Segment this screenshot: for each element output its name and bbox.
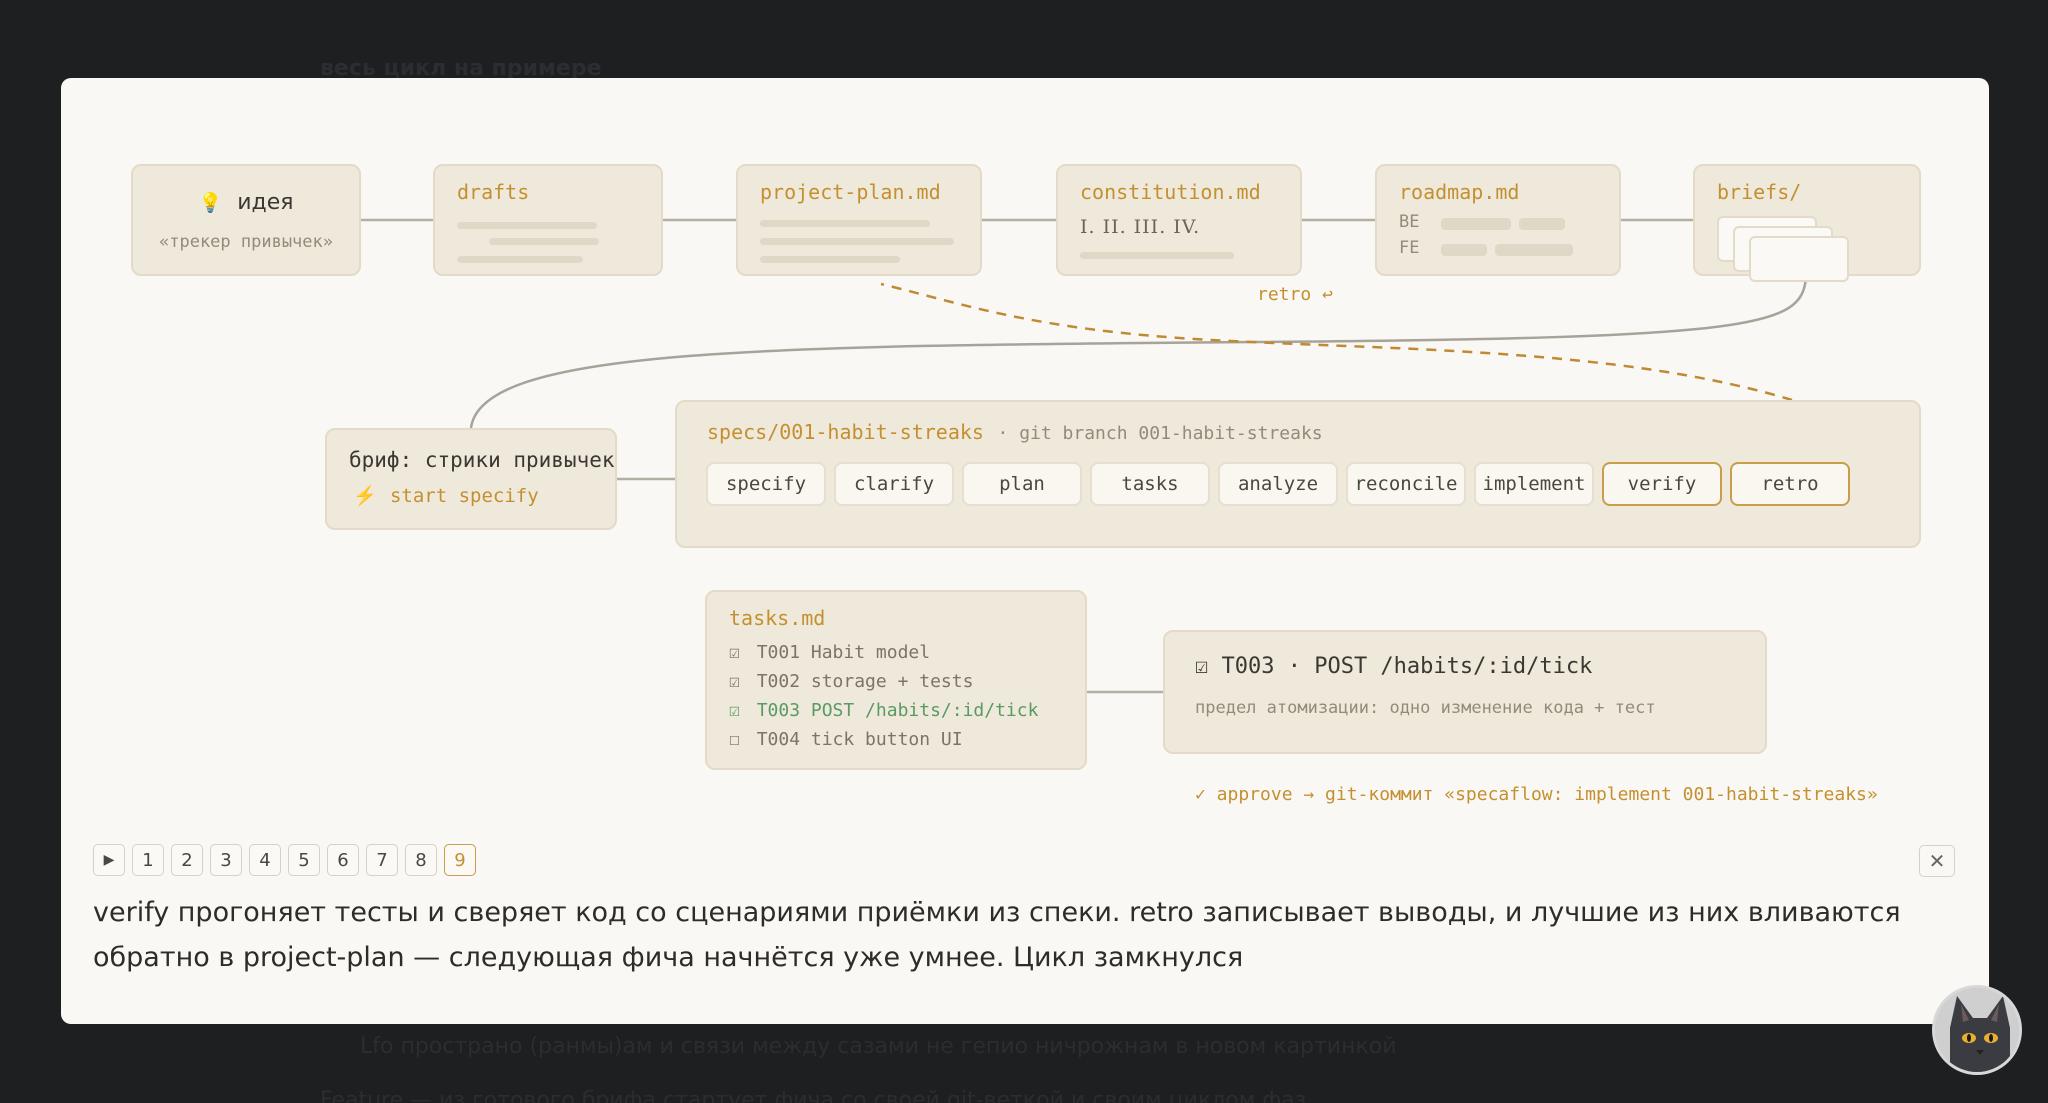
background-line: Feature — из готового брифа стартует фич… <box>320 1088 1307 1103</box>
phase-clarify[interactable]: clarify <box>834 462 954 506</box>
task-item: ☑ T002 storage + tests <box>729 671 973 692</box>
spec-branch: · git branch 001-habit-streaks <box>997 423 1323 444</box>
project-plan-title: project-plan.md <box>760 180 941 204</box>
page-button-6[interactable]: 6 <box>327 844 359 876</box>
placeholder-bar <box>457 256 583 263</box>
placeholder-bar <box>1441 218 1511 230</box>
checkbox-checked-icon: ☑ <box>729 671 740 692</box>
constitution-node: constitution.md I. II. III. IV. <box>1056 164 1302 276</box>
brief-card <box>1749 236 1849 282</box>
drafts-title: drafts <box>457 180 530 204</box>
idea-node: 💡 идея «трекер привычек» <box>131 164 361 276</box>
checkbox-checked-icon: ☑ <box>729 642 740 663</box>
task-text: T001 Habit model <box>756 642 931 663</box>
page-button-9[interactable]: 9 <box>444 844 476 876</box>
cat-avatar[interactable] <box>1932 985 2022 1075</box>
phase-plan[interactable]: plan <box>962 462 1082 506</box>
roadmap-node: roadmap.md BE FE <box>1375 164 1621 276</box>
page-button-3[interactable]: 3 <box>210 844 242 876</box>
task-item: ☐ T004 tick button UI <box>729 729 963 750</box>
placeholder-bar <box>760 220 930 227</box>
close-icon[interactable]: ✕ <box>1919 845 1955 877</box>
lightbulb-icon: 💡 <box>198 192 223 214</box>
brief-title: бриф: стрики привычек <box>349 448 615 472</box>
phase-reconcile[interactable]: reconcile <box>1346 462 1466 506</box>
briefs-title: briefs/ <box>1717 180 1802 204</box>
idea-title: идея <box>237 190 294 215</box>
tasks-title: tasks.md <box>729 606 826 630</box>
task-text: T002 storage + tests <box>756 671 974 692</box>
task-detail-note: предел атомизации: одно изменение кода +… <box>1195 698 1656 718</box>
page-button-1[interactable]: 1 <box>132 844 164 876</box>
brief-node: бриф: стрики привычек ⚡ start specify <box>325 428 617 530</box>
placeholder-bar <box>760 256 900 263</box>
placeholder-bar <box>760 238 954 245</box>
roadmap-row-fe: FE <box>1399 238 1420 258</box>
placeholder-bar <box>1441 244 1487 256</box>
task-item-current: ☑ T003 POST /habits/:id/tick <box>729 700 1038 721</box>
page-button-8[interactable]: 8 <box>405 844 437 876</box>
placeholder-bar <box>1519 218 1565 230</box>
page-button-4[interactable]: 4 <box>249 844 281 876</box>
page-button-5[interactable]: 5 <box>288 844 320 876</box>
spec-header: specs/001-habit-streaks · git branch 001… <box>707 420 1323 445</box>
phase-tasks[interactable]: tasks <box>1090 462 1210 506</box>
briefs-node: briefs/ <box>1693 164 1921 282</box>
roadmap-row-be: BE <box>1399 212 1420 232</box>
phase-specify[interactable]: specify <box>706 462 826 506</box>
project-plan-node: project-plan.md <box>736 164 982 276</box>
page-button-2[interactable]: 2 <box>171 844 203 876</box>
commit-note: ✓ approve → git-коммит «specaflow: imple… <box>1195 784 1878 805</box>
task-detail-title: ☑ T003 · POST /habits/:id/tick <box>1195 654 1593 679</box>
constitution-title: constitution.md <box>1080 180 1261 204</box>
tasks-node: tasks.md ☑ T001 Habit model ☑ T002 stora… <box>705 590 1087 770</box>
lightning-icon: ⚡ <box>353 486 377 507</box>
task-detail-node: ☑ T003 · POST /habits/:id/tick предел ат… <box>1163 630 1767 754</box>
task-text: T003 POST /habits/:id/tick <box>756 700 1039 721</box>
checkbox-checked-icon: ☑ <box>729 700 740 721</box>
placeholder-bar <box>457 222 597 229</box>
task-text: T004 tick button UI <box>756 729 963 750</box>
phase-retro[interactable]: retro <box>1730 462 1850 506</box>
slide-caption: verify прогоняет тесты и сверяет код со … <box>93 897 1901 973</box>
constitution-numerals: I. II. III. IV. <box>1080 216 1201 238</box>
spec-path: specs/001-habit-streaks <box>707 420 984 444</box>
task-item: ☑ T001 Habit model <box>729 642 930 663</box>
drafts-node: drafts <box>433 164 663 276</box>
walkthrough-panel: 💡 идея «трекер привычек» drafts project-… <box>61 78 1989 1024</box>
phase-verify[interactable]: verify <box>1602 462 1722 506</box>
idea-subtitle: «трекер привычек» <box>159 232 333 252</box>
page-button-7[interactable]: 7 <box>366 844 398 876</box>
start-specify-action[interactable]: ⚡ start specify <box>353 484 539 508</box>
cat-face-icon <box>1935 988 2019 1072</box>
background-heading: весь цикл на примере <box>320 56 602 81</box>
placeholder-bar <box>489 238 599 245</box>
roadmap-title: roadmap.md <box>1399 180 1520 204</box>
checkbox-empty-icon: ☐ <box>729 729 740 750</box>
pager: ▶ 1 2 3 4 5 6 7 8 9 <box>93 844 476 876</box>
play-icon[interactable]: ▶ <box>93 844 125 876</box>
retro-label: retro ↩ <box>1257 284 1333 305</box>
placeholder-bar <box>1080 252 1234 259</box>
phase-analyze[interactable]: analyze <box>1218 462 1338 506</box>
background-line: Lfo пространо (ранмы)ам и связи между са… <box>360 1034 1397 1059</box>
placeholder-bar <box>1495 244 1573 256</box>
phase-implement[interactable]: implement <box>1474 462 1594 506</box>
start-specify-label: start specify <box>389 485 539 507</box>
